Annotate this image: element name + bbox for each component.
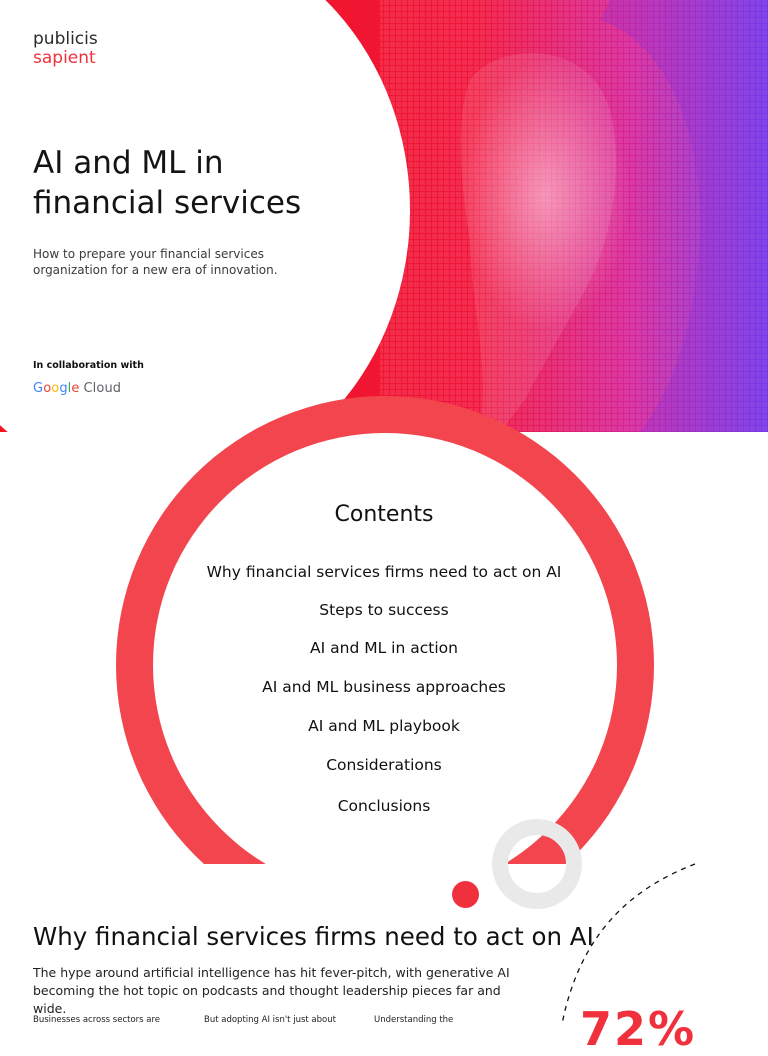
publicis-sapient-logo[interactable]: publicis sapient [33, 30, 98, 68]
cover-subtitle: How to prepare your financial services o… [33, 246, 333, 278]
toc-item-conclusions[interactable]: Conclusions [337, 797, 431, 815]
cover-title-line-1: AI and ML in [33, 145, 224, 181]
collaboration-label: In collaboration with [33, 360, 144, 371]
cover-title: AI and ML in financial services [33, 143, 373, 223]
cover-subtitle-line-1: How to prepare your financial services [33, 247, 264, 261]
dashed-arc-decoration [561, 863, 696, 1025]
logo-word-sapient: sapient [33, 48, 96, 68]
section-title: Why financial services firms need to act… [33, 922, 594, 951]
body-column-3: Understanding the [374, 1015, 454, 1025]
cover-page: publicis sapient AI and ML in financial … [0, 0, 768, 490]
toc-item-considerations[interactable]: Considerations [326, 756, 442, 774]
logo-word-publicis: publicis [33, 29, 98, 49]
body-column-1: Businesses across sectors are [33, 1015, 161, 1025]
google-letter-4: g [59, 381, 68, 396]
google-letter-1: G [33, 381, 44, 396]
contents-title: Contents [334, 502, 434, 527]
hero-face-glow [460, 60, 630, 330]
cover-subtitle-line-2: organization for a new era of innovation… [33, 263, 278, 277]
toc-item-why-act[interactable]: Why financial services firms need to act… [206, 563, 562, 581]
section-intro-line-1: The hype around artificial intelligence … [33, 965, 510, 980]
google-letter-6: e [71, 381, 80, 396]
section-intro: The hype around artificial intelligence … [33, 964, 533, 1018]
big-statistic: 72% [580, 1002, 697, 1056]
hero-face-outline [460, 52, 617, 432]
red-dot-decoration [452, 881, 479, 908]
hero-hair-shape [600, 0, 768, 432]
section-page: Why financial services firms need to act… [0, 819, 768, 1056]
google-letter-2: o [43, 381, 52, 396]
contents-page: Contents Why financial services firms ne… [0, 396, 768, 934]
google-letter-5: l [67, 381, 72, 396]
cover-title-line-2: financial services [33, 185, 302, 221]
toc-item-steps[interactable]: Steps to success [319, 601, 449, 619]
cloud-word: Cloud [83, 381, 122, 396]
body-column-2: But adopting AI isn't just about [204, 1015, 336, 1025]
section-intro-line-2: becoming the hot topic on podcasts and t… [33, 983, 501, 1016]
toc-item-business-approaches[interactable]: AI and ML business approaches [262, 678, 506, 696]
toc-item-in-action[interactable]: AI and ML in action [310, 639, 458, 657]
google-letter-3: o [51, 381, 60, 396]
toc-item-playbook[interactable]: AI and ML playbook [308, 717, 460, 735]
